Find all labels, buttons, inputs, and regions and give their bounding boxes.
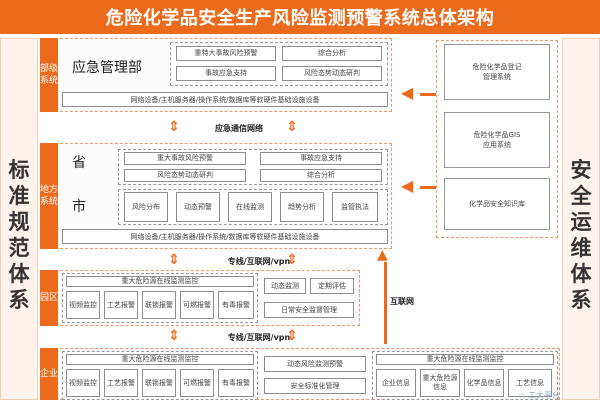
left-column-char: 体 (8, 262, 30, 286)
enterprise-cell: 视频监控 (66, 369, 100, 397)
ministry-label: 应急管理部 (72, 60, 142, 76)
right-column-char: 运 (570, 210, 592, 234)
internet-connector-line (384, 262, 387, 344)
up-down-arrow-icon: ⇕ (168, 119, 180, 135)
park-cell: 有毒报警 (218, 291, 254, 319)
park-mid-cell: 动态监测 (264, 278, 306, 294)
up-down-arrow-icon: ⇕ (168, 328, 180, 344)
park-tag: 园区 (40, 270, 58, 326)
park-cell: 联锁报警 (142, 291, 176, 319)
connector-line (420, 93, 436, 96)
enterprise-tag-line: 企业 (40, 369, 59, 379)
ministry-tag-line: 系统 (40, 76, 59, 86)
right-column-char: 系 (570, 288, 592, 312)
right-column-char: 全 (570, 184, 592, 208)
park-mid-cell: 定期评估 (310, 278, 354, 294)
park-cell: 工艺报警 (104, 291, 138, 319)
up-arrow-icon: ▲ (377, 247, 388, 263)
connector-line (420, 186, 436, 189)
right-system-line: 化学品安全知识库 (469, 200, 525, 208)
enterprise-right-cell: 重大危险源信息 (420, 369, 460, 397)
province-cell: 事故应急支持 (260, 152, 382, 165)
park-cell: 视频监控 (66, 291, 100, 319)
diagram-title: 危险化学品安全生产风险监测预警系统总体架构 (0, 0, 600, 34)
ministry-infra-bar: 网络设备/主机服务器/操作系统/数据库等软硬件基础设施设备 (62, 92, 388, 107)
right-ops-column: 安 全 运 维 体 系 (562, 38, 600, 400)
enterprise-cell: 有毒报警 (218, 369, 254, 397)
up-down-arrow-icon: ⇕ (286, 328, 298, 344)
park-cell: 可燃报警 (180, 291, 214, 319)
local-infra-bar: 网络设备/主机服务器/操作系统/数据库等软硬件基础设施设备 (62, 229, 388, 244)
left-column-char: 准 (8, 184, 30, 208)
left-column-char: 规 (8, 210, 30, 234)
province-label: 省 (72, 155, 86, 171)
local-tag-line: 系统 (40, 197, 59, 207)
park-tag-line: 园区 (40, 293, 59, 303)
right-column-char: 安 (570, 158, 592, 182)
comm-network-label: 应急通信网络 (215, 124, 263, 133)
right-system-line: 管理系统 (483, 73, 511, 81)
park-monitor-title: 重大危险源在线监测监控 (66, 276, 254, 287)
enterprise-monitor-title: 重大危险源在线监测监控 (66, 354, 254, 365)
line-vpn-label: 专线/互联网/vpn (227, 257, 291, 266)
enterprise-mid-top: 动态风险监测预警 (264, 356, 366, 372)
right-column-char: 体 (570, 262, 592, 286)
city-cell: 在线监测 (228, 192, 272, 222)
left-arrow-icon: ◀ (401, 83, 414, 102)
enterprise-right-title: 重大危险源在线监测监控 (376, 354, 554, 365)
up-down-arrow-icon: ⇕ (286, 119, 298, 135)
local-tag-line: 地方 (40, 185, 59, 195)
city-cell: 动态预警 (176, 192, 220, 222)
up-down-arrow-icon: ⇕ (168, 252, 180, 268)
ministry-tag-line: 部级 (40, 64, 59, 74)
enterprise-tag: 企业 (40, 348, 58, 400)
province-cell: 风险态势动态研判 (124, 169, 246, 182)
right-system-box: 化学品安全知识库 (444, 178, 550, 230)
enterprise-mid-bottom: 安全标准化管理 (264, 378, 366, 394)
enterprise-cell: 工艺报警 (104, 369, 138, 397)
enterprise-cell: 可燃报警 (180, 369, 214, 397)
right-system-box: 危险化学品GIS 应用系统 (444, 112, 550, 168)
enterprise-right-cell: 化学品信息 (464, 369, 504, 397)
right-system-line: 危险化学品GIS (473, 131, 521, 139)
enterprise-cell: 联锁报警 (142, 369, 176, 397)
left-column-char: 标 (8, 158, 30, 182)
ministry-cell: 风险态势动态研判 (282, 66, 382, 81)
right-system-box: 危险化学品登记 管理系统 (444, 44, 550, 100)
city-cell: 监管执法 (332, 192, 378, 222)
province-cell: 重大事故风险预警 (124, 152, 246, 165)
right-system-line: 危险化学品登记 (472, 63, 522, 71)
right-column-char: 维 (570, 236, 592, 260)
watermark-text: ☆ 工大平台 (518, 391, 560, 400)
enterprise-right-cell: 企业信息 (376, 369, 416, 397)
city-label: 市 (72, 199, 86, 215)
park-bottom-cell: 日常安全监督管理 (264, 302, 354, 318)
right-system-line: 应用系统 (483, 141, 511, 149)
city-cell: 风险分布 (124, 192, 168, 222)
ministry-cell: 重特大事故风险预警 (176, 46, 276, 61)
line-vpn-label: 专线/互联网/vpn (227, 333, 291, 342)
enterprise-right-cell: 工艺信息 (508, 369, 552, 397)
province-cell: 综合分析 (260, 169, 382, 182)
ministry-cell: 事故应急支持 (176, 66, 276, 81)
left-arrow-icon: ◀ (401, 176, 414, 195)
up-down-arrow-icon: ⇕ (286, 252, 298, 268)
ministry-tag: 部级 系统 (40, 38, 58, 112)
city-cell: 趋势分析 (280, 192, 324, 222)
left-column-char: 系 (8, 288, 30, 312)
left-standard-column: 标 准 规 范 体 系 (0, 38, 38, 400)
internet-label: 互联网 (390, 297, 414, 306)
ministry-cell: 综合分析 (282, 46, 382, 61)
left-column-char: 范 (8, 236, 30, 260)
local-tag: 地方 系统 (40, 143, 58, 249)
